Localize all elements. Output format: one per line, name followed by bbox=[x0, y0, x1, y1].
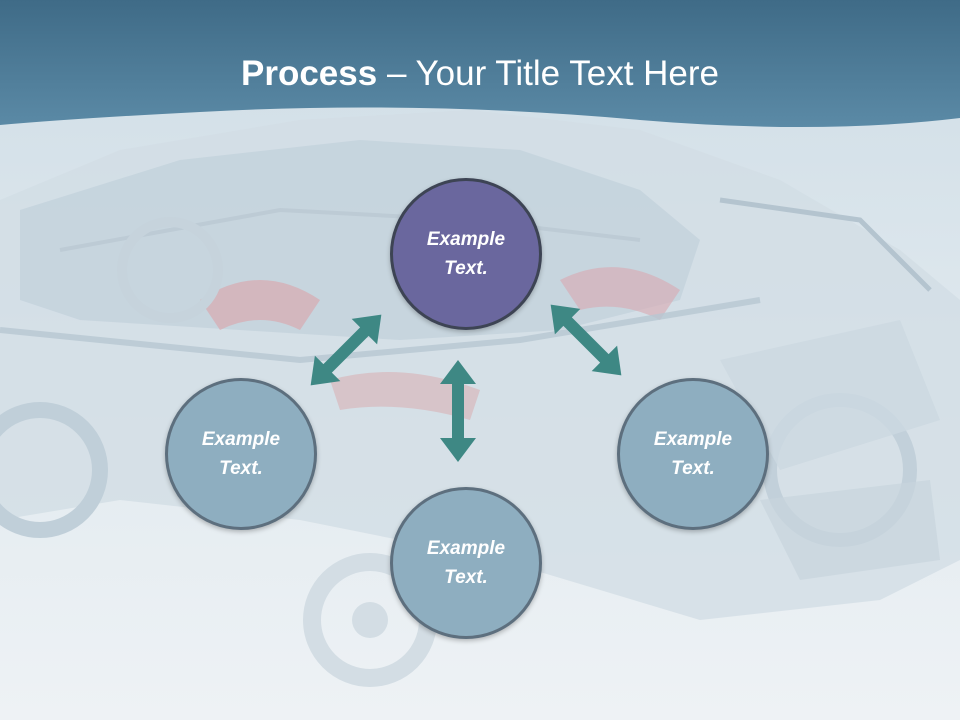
arrow-vertical bbox=[440, 360, 476, 462]
header-band bbox=[0, 0, 960, 128]
process-node-bottom: Example Text. bbox=[390, 487, 542, 639]
title-rest: – Your Title Text Here bbox=[377, 54, 719, 93]
arrow-upper-right bbox=[550, 304, 622, 376]
node-top-label: Example Text. bbox=[426, 229, 506, 279]
slide-title: Process – Your Title Text Here bbox=[0, 52, 960, 96]
process-node-top: Example Text. bbox=[390, 178, 542, 330]
arrow-upper-left bbox=[310, 314, 382, 386]
node-bottom-label: Example Text. bbox=[426, 538, 506, 588]
node-left-label: Example Text. bbox=[201, 429, 281, 479]
node-right-label: Example Text. bbox=[653, 429, 733, 479]
process-node-left: Example Text. bbox=[165, 378, 317, 530]
process-node-right: Example Text. bbox=[617, 378, 769, 530]
title-bold: Process bbox=[241, 54, 378, 93]
